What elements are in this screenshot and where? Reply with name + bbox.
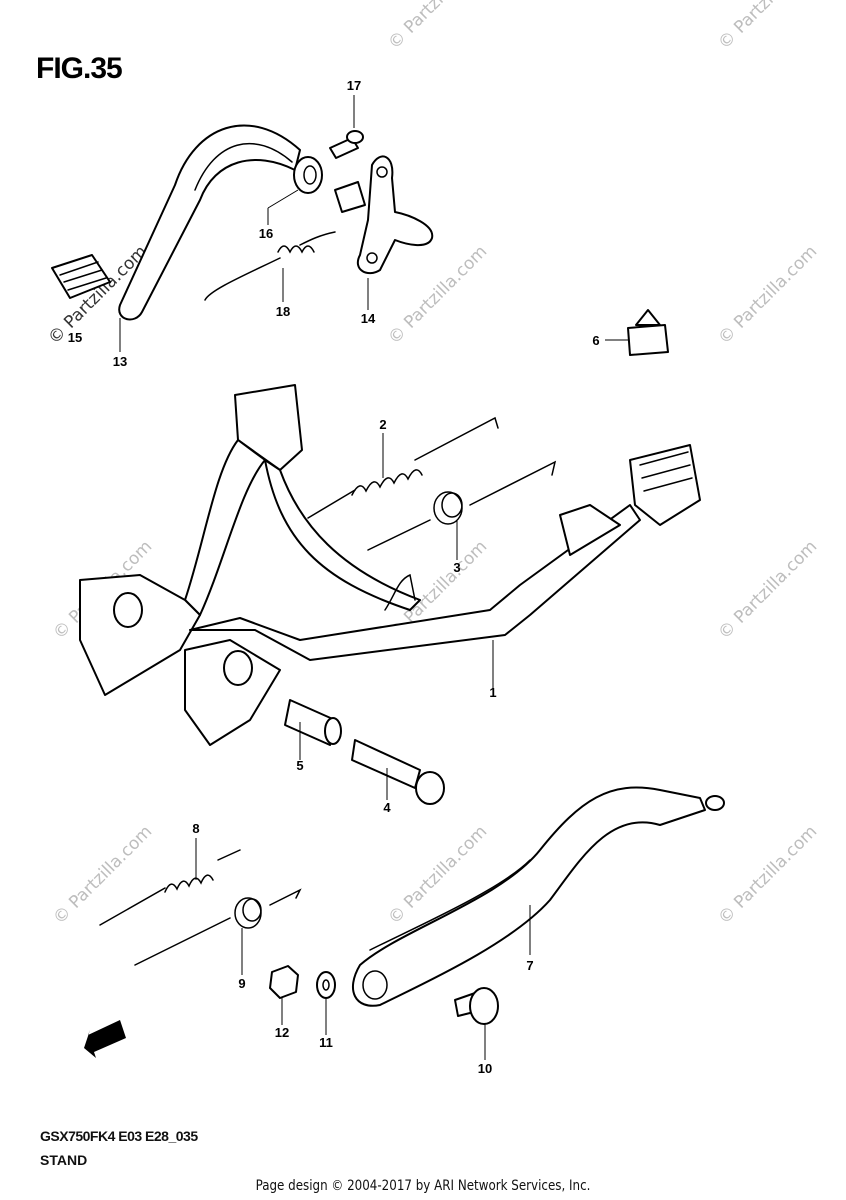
callout-12: 12	[275, 1025, 289, 1040]
figure-code: GSX750FK4 E03 E28_035	[40, 1128, 198, 1144]
pedal-pivot-parts	[204, 130, 434, 301]
watermark: © Partzilla.com	[384, 0, 491, 54]
watermark: © Partzilla.com	[714, 537, 821, 644]
callout-10: 10	[478, 1061, 492, 1076]
spacer-and-bolt	[284, 699, 445, 805]
figure-title: FIG.35	[36, 52, 123, 85]
callout-1: 1	[489, 685, 496, 700]
fasteners	[269, 965, 499, 1025]
callout-18: 18	[276, 304, 290, 319]
callout-5: 5	[296, 758, 303, 773]
rear-brake-pedal	[51, 124, 301, 321]
callout-8: 8	[192, 821, 199, 836]
callout-labels: 1 2 3 4 5 6 7 8 9 10 11 12 13 14 15 16 1…	[68, 78, 600, 1076]
figure-name: STAND	[40, 1152, 88, 1168]
callout-3: 3	[453, 560, 460, 575]
callout-4: 4	[383, 800, 391, 815]
callout-11: 11	[319, 1035, 333, 1050]
callout-2: 2	[379, 417, 386, 432]
callout-16: 16	[259, 226, 273, 241]
side-stand-springs	[99, 849, 302, 966]
center-stand	[79, 384, 701, 746]
side-stand	[351, 786, 725, 1007]
stopper	[627, 309, 669, 356]
watermark: © Partzilla.com	[384, 242, 491, 349]
callout-9: 9	[238, 976, 245, 991]
front-arrow-icon	[84, 1020, 126, 1058]
watermark: © Partzilla.com	[714, 822, 821, 929]
watermark: © Partzilla.com	[714, 0, 821, 54]
callout-13: 13	[113, 354, 127, 369]
leader-lines	[119, 95, 628, 1060]
callout-6: 6	[592, 333, 599, 348]
callout-17: 17	[347, 78, 361, 93]
callout-7: 7	[526, 958, 533, 973]
watermark: © Partzilla.com	[49, 822, 156, 929]
callout-15: 15	[68, 330, 82, 345]
callout-14: 14	[361, 311, 376, 326]
watermark: © Partzilla.com	[714, 242, 821, 349]
stand-springs	[307, 416, 557, 551]
copyright-footer: Page design © 2004-2017 by ARI Network S…	[255, 1178, 591, 1194]
